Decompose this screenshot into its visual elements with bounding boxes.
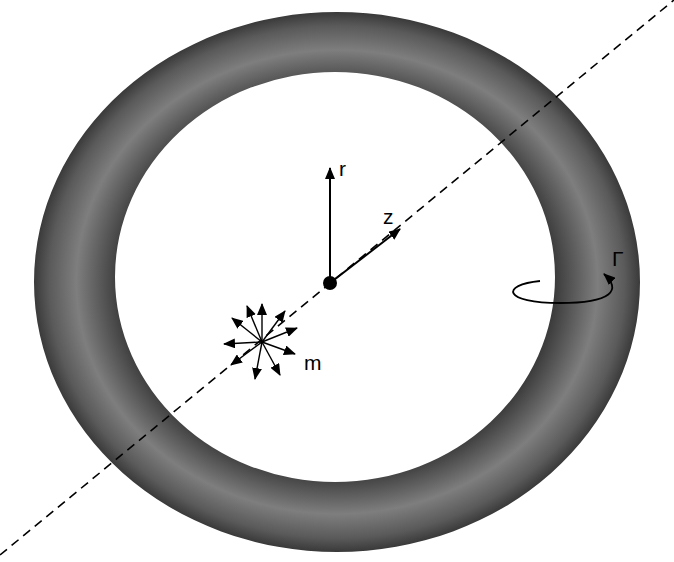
radiating-arrows xyxy=(224,304,297,379)
axis-label: m xyxy=(304,352,322,373)
torus xyxy=(34,12,640,552)
z-axis-arrow xyxy=(330,229,400,283)
axis-label: r xyxy=(339,158,346,179)
r-axis-arrow xyxy=(329,168,331,283)
axis-label: Γ xyxy=(612,248,624,269)
circulation-arrow xyxy=(513,274,612,303)
axis-label: z xyxy=(383,206,394,227)
